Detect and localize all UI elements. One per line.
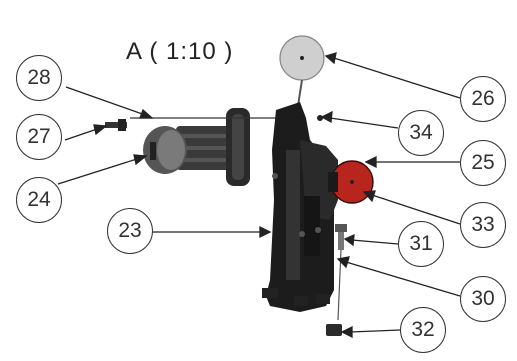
callout-balloon-31: 31 bbox=[398, 221, 444, 267]
light-disc-part bbox=[279, 35, 325, 113]
small-screw-part bbox=[105, 117, 278, 131]
nut-part bbox=[326, 324, 342, 336]
callout-balloon-23: 23 bbox=[107, 208, 153, 254]
red-disc-part bbox=[328, 160, 374, 204]
callout-balloon-32: 32 bbox=[400, 307, 446, 353]
pin-part-34 bbox=[317, 115, 323, 121]
callout-balloon-34: 34 bbox=[398, 110, 444, 156]
main-frame-part bbox=[262, 102, 338, 312]
view-title: A ( 1:10 ) bbox=[126, 38, 234, 65]
callout-balloon-27: 27 bbox=[16, 114, 62, 160]
callout-balloon-30: 30 bbox=[460, 276, 506, 322]
callout-balloon-28: 28 bbox=[16, 55, 62, 101]
callout-balloon-26: 26 bbox=[460, 76, 506, 122]
leader-lines bbox=[57, 52, 461, 339]
callout-balloon-24: 24 bbox=[16, 177, 62, 223]
callout-balloon-33: 33 bbox=[460, 202, 506, 248]
flange-cylinder-part bbox=[143, 108, 250, 186]
callout-balloon-25: 25 bbox=[460, 140, 506, 186]
